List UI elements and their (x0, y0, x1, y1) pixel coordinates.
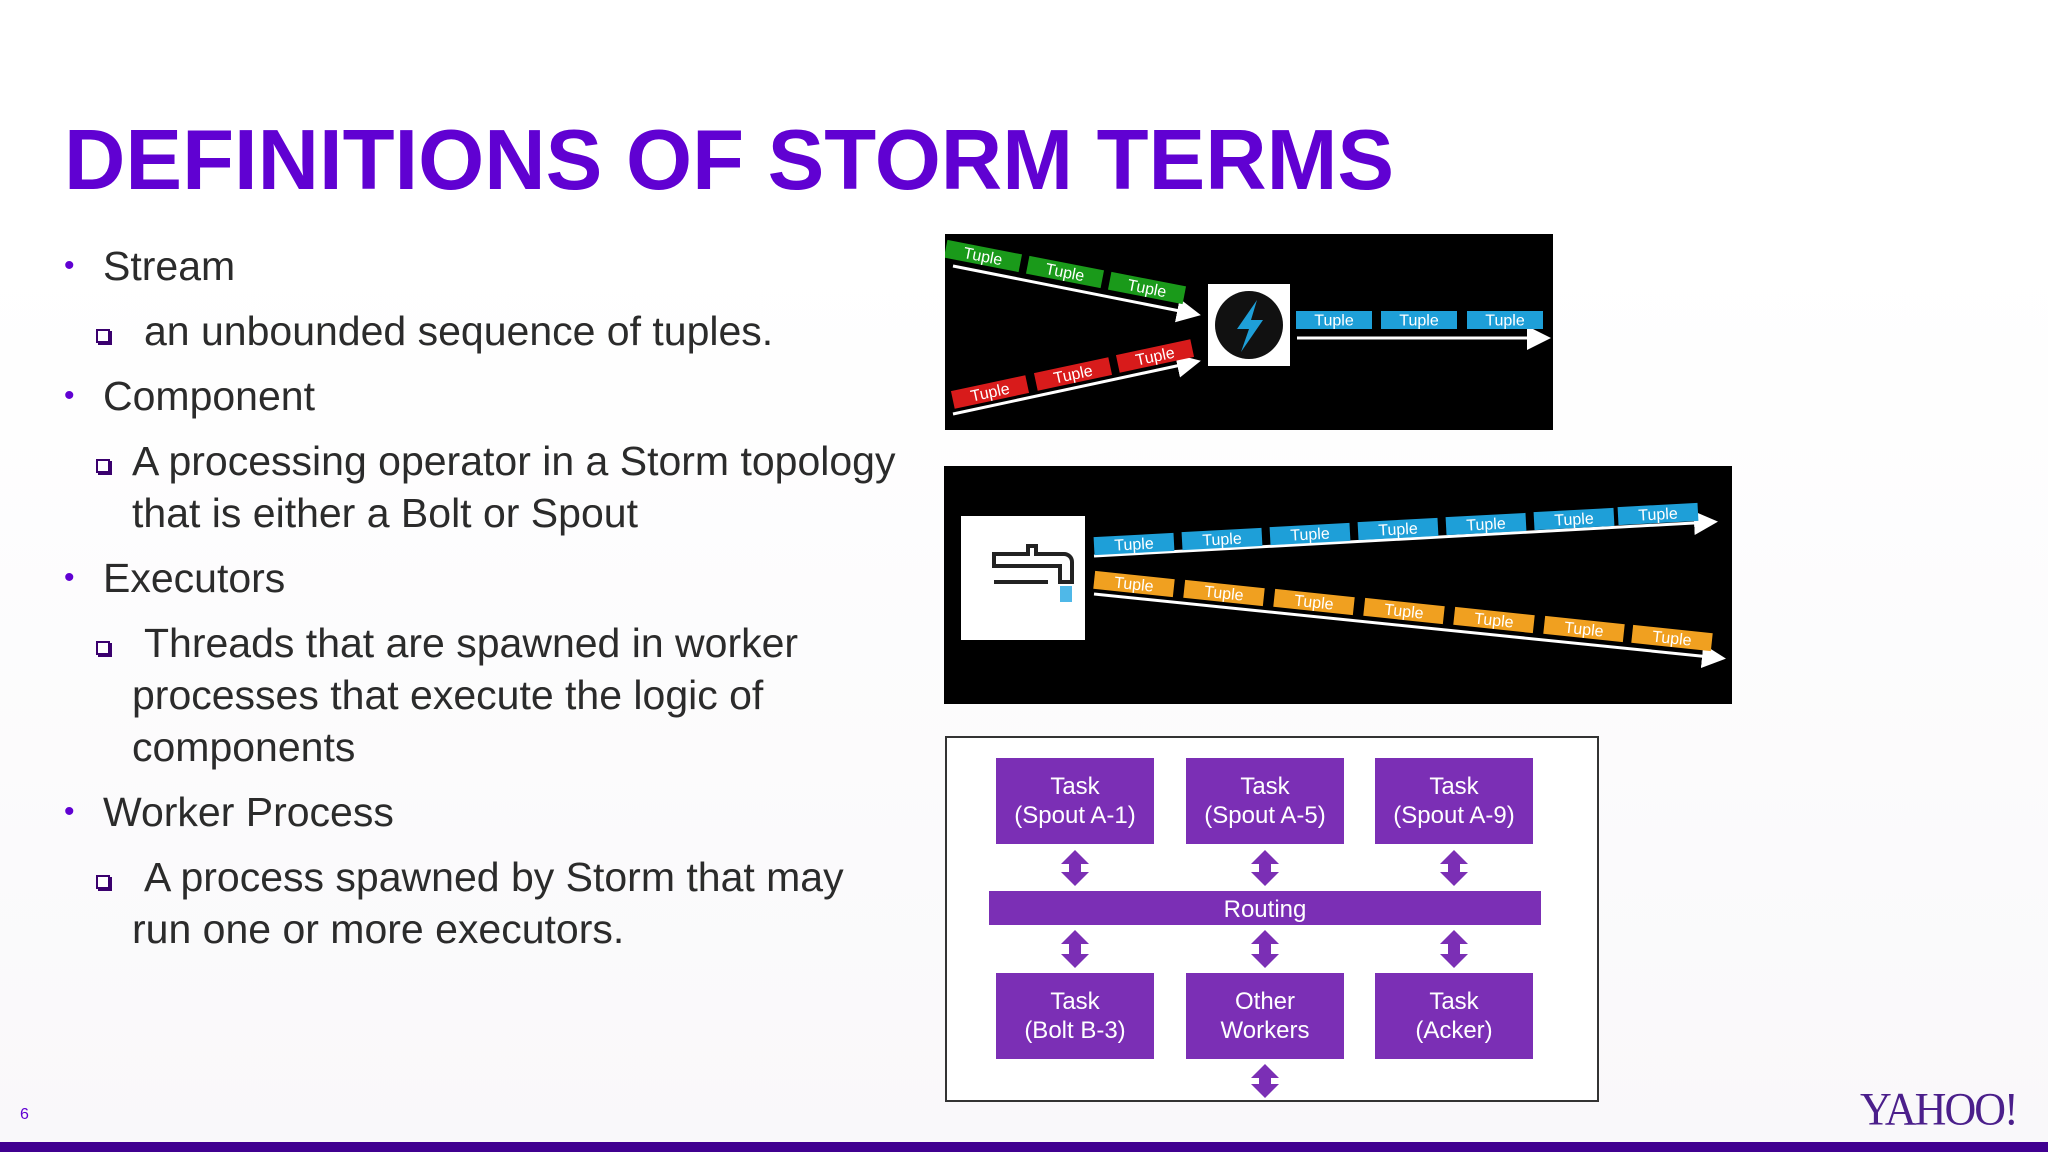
blue-tuple-1: Tuple (1296, 311, 1372, 330)
bullet-executors: Executors (64, 552, 904, 604)
bullet-executors-definition: Threads that are spawned in worker proce… (64, 617, 904, 773)
task-bottom-1-line2: (Bolt B-3) (1024, 1017, 1125, 1044)
worker-definition-text: A process spawned by Storm that may run … (132, 854, 844, 952)
blue-spout-tuple-label: Tuple (1114, 536, 1154, 555)
green-tuple-label: Tuple (1126, 277, 1168, 301)
bullet-stream: Stream (64, 240, 904, 292)
task-top-1-line2: (Spout A-1) (1014, 802, 1135, 829)
page-number: 6 (20, 1106, 29, 1123)
task-bottom-1-line1: Task (1050, 988, 1100, 1015)
orange-tuple-6: Tuple (1543, 615, 1625, 643)
blue-spout-tuple-label: Tuple (1378, 521, 1418, 540)
bullet-list: Stream an unbounded sequence of tuples. … (64, 240, 904, 968)
task-bottom-3-line1: Task (1429, 988, 1479, 1015)
stream-definition-text: an unbounded sequence of tuples. (144, 308, 774, 354)
task-top-3-line1: Task (1429, 773, 1479, 800)
red-tuple-label: Tuple (1134, 345, 1176, 370)
faucet-icon (992, 544, 1074, 602)
blue-spout-tuple-1: Tuple (1093, 532, 1175, 556)
routing-arrow-bottom-2 (1251, 930, 1279, 968)
footer-bar (0, 1142, 2048, 1152)
routing-arrow-bottom-1 (1061, 930, 1089, 968)
orange-tuple-label: Tuple (1113, 575, 1154, 596)
task-top-3-line2: (Spout A-9) (1393, 802, 1514, 829)
red-tuple-2: Tuple (1033, 357, 1113, 391)
orange-stream-line (1093, 592, 1726, 669)
blue-tuple-label: Tuple (1314, 313, 1354, 330)
green-tuple-label: Tuple (962, 245, 1004, 269)
blue-spout-tuple-6: Tuple (1533, 507, 1615, 531)
blue-spout-tuple-label: Tuple (1466, 516, 1506, 535)
orange-tuple-label: Tuple (1203, 584, 1244, 605)
task-routing-diagram: Task (Spout A-1) Task (Spout A-5) Task (… (945, 736, 1599, 1102)
bullet-stream-definition: an unbounded sequence of tuples. (64, 305, 904, 357)
bullet-worker-definition: A process spawned by Storm that may run … (64, 851, 904, 955)
green-stream-line (952, 264, 1201, 323)
task-bottom-2-line2: Workers (1221, 1017, 1310, 1044)
lightning-icon (1237, 300, 1263, 352)
blue-spout-tuple-3: Tuple (1269, 522, 1351, 546)
routing-arrow-bottom-3 (1440, 930, 1468, 968)
routing-arrow-top-1 (1061, 850, 1089, 886)
blue-spout-tuple-label: Tuple (1638, 506, 1678, 525)
task-bottom-2-line1: Other (1235, 988, 1295, 1015)
slide-title: DEFINITIONS OF STORM TERMS (64, 113, 1395, 208)
red-tuple-1: Tuple (950, 375, 1030, 409)
task-top-2-line1: Task (1240, 773, 1290, 800)
blue-spout-tuple-label: Tuple (1202, 531, 1242, 550)
bullet-component-definition: A processing operator in a Storm topolog… (64, 435, 904, 539)
routing-arrow-top-2 (1251, 850, 1279, 886)
task-box-bottom-1: Task (Bolt B-3) (996, 973, 1154, 1059)
bullet-component: Component (64, 370, 904, 422)
red-stream-line (952, 354, 1201, 416)
routing-bar: Routing (989, 891, 1541, 925)
blue-tuple-label: Tuple (1485, 313, 1525, 330)
task-top-1-line1: Task (1050, 773, 1100, 800)
blue-spout-tuple-label: Tuple (1554, 511, 1594, 530)
red-tuple-3: Tuple (1115, 339, 1195, 373)
blue-spout-tuple-2: Tuple (1181, 527, 1263, 551)
yahoo-logo: YAHOO! (1860, 1083, 2019, 1136)
orange-tuple-label: Tuple (1473, 611, 1514, 632)
executors-definition-text: Threads that are spawned in worker proce… (132, 620, 799, 770)
orange-tuple-label: Tuple (1563, 620, 1604, 641)
orange-tuple-1: Tuple (1093, 570, 1175, 598)
blue-spout-tuple-label: Tuple (1290, 526, 1330, 545)
blue-spout-tuple-4: Tuple (1357, 517, 1439, 541)
other-workers-arrow (1251, 1064, 1279, 1098)
orange-tuple-label: Tuple (1383, 602, 1424, 623)
bullet-worker-process: Worker Process (64, 786, 904, 838)
orange-tuple-4: Tuple (1363, 597, 1445, 625)
routing-label: Routing (1224, 896, 1307, 923)
routing-arrow-top-3 (1440, 850, 1468, 886)
orange-tuple-5: Tuple (1453, 606, 1535, 634)
orange-tuple-label: Tuple (1293, 593, 1334, 614)
blue-tuple-3: Tuple (1467, 311, 1543, 330)
orange-tuple-3: Tuple (1273, 588, 1355, 616)
green-tuple-label: Tuple (1044, 261, 1086, 285)
task-box-top-2: Task (Spout A-5) (1186, 758, 1344, 844)
task-routing-graphic: Task (Spout A-1) Task (Spout A-5) Task (… (989, 758, 1541, 1098)
task-box-bottom-2: Other Workers (1186, 973, 1344, 1059)
spout-box (961, 516, 1085, 640)
blue-spout-tuple-5: Tuple (1445, 512, 1527, 536)
task-box-bottom-3: Task (Acker) (1375, 973, 1533, 1059)
blue-spout-tuple-7: Tuple (1617, 502, 1699, 526)
orange-tuple-label: Tuple (1651, 629, 1692, 650)
task-top-2-line2: (Spout A-5) (1204, 802, 1325, 829)
orange-tuple-7: Tuple (1631, 624, 1713, 652)
blue-tuple-2: Tuple (1381, 311, 1457, 330)
task-bottom-3-line2: (Acker) (1415, 1017, 1492, 1044)
blue-stream-line (1093, 511, 1718, 558)
orange-tuple-2: Tuple (1183, 579, 1265, 607)
blue-tuple-label: Tuple (1399, 313, 1439, 330)
task-box-top-3: Task (Spout A-9) (1375, 758, 1533, 844)
task-box-top-1: Task (Spout A-1) (996, 758, 1154, 844)
